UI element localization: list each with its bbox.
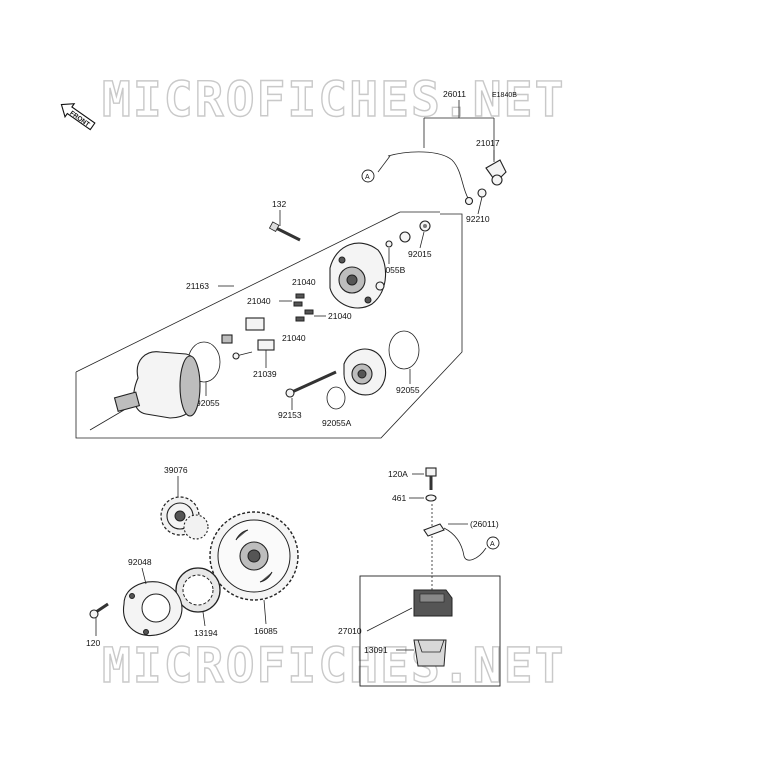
brush-holder — [245, 317, 265, 331]
label-92153: 92153 — [278, 410, 302, 420]
brush-holder-clip — [221, 334, 233, 344]
label-21163: 21163 — [186, 281, 209, 291]
brush-c — [304, 309, 314, 315]
clutch-plate-hole-a — [129, 593, 135, 599]
label-461: 461 — [392, 493, 406, 503]
starter-cable — [387, 151, 469, 199]
label-21039: 21039 — [253, 369, 277, 379]
motor-axis-line — [89, 409, 125, 431]
idle-gear-bore — [174, 510, 186, 522]
oring-92055-right — [388, 330, 420, 370]
label-21040-c: 21040 — [328, 311, 352, 321]
label-27010: 27010 — [338, 626, 362, 636]
label-92055-right: 92055 — [396, 385, 420, 395]
starter-frame-top — [75, 211, 401, 373]
nut-92210 — [477, 188, 487, 198]
relay-cable-terminal — [423, 523, 445, 537]
leader-92048 — [141, 567, 147, 585]
rear-cover-hole-a — [338, 256, 346, 264]
through-bolt-head — [285, 388, 295, 398]
label-21040-a: 21040 — [292, 277, 316, 287]
leader-13194 — [202, 611, 206, 627]
relay-group-frame — [359, 575, 501, 687]
brush-holder-plate — [257, 339, 275, 351]
diagram-reference: E1840B — [492, 92, 517, 99]
nut-92015-a — [399, 231, 411, 243]
label-132: 132 — [272, 199, 286, 209]
through-bolt — [291, 370, 337, 394]
label-92015: 92015 — [408, 249, 432, 259]
starter-group-frame — [75, 213, 463, 439]
gear-slot-a — [235, 529, 249, 541]
rear-cover-terminal — [375, 281, 385, 291]
label-120: 120 — [86, 638, 100, 648]
oring-92055b — [385, 240, 393, 248]
label-21017: 21017 — [476, 138, 500, 148]
relay-cable — [443, 527, 487, 561]
callout-a-top-letter: A — [365, 174, 370, 181]
starter-relay-top — [419, 593, 445, 603]
bolt-120 — [95, 602, 109, 614]
screw-head — [232, 352, 240, 360]
motor-shaft — [113, 391, 141, 413]
clutch-plate-hole-b — [143, 629, 149, 635]
leader-92015 — [419, 231, 425, 249]
bolt-132-head — [268, 221, 280, 232]
bolt-132 — [275, 226, 301, 242]
label-39076: 39076 — [164, 465, 188, 475]
washer-461 — [425, 494, 437, 502]
label-26011: 26011 — [443, 89, 466, 99]
label-21040-b: 21040 — [247, 296, 271, 306]
brush-a — [295, 293, 305, 299]
nut-92015-hole — [423, 224, 427, 228]
leader-92210 — [477, 196, 483, 215]
starter-clutch-gear-bore — [247, 549, 261, 563]
watermark-bottom: MICROFICHES.NET — [102, 638, 565, 694]
one-way-clutch-rollers — [182, 574, 214, 606]
front-direction-icon: FRONT — [60, 103, 96, 131]
leader-27010 — [366, 607, 413, 632]
rear-cover-hole-b — [364, 296, 372, 304]
leader-16085 — [263, 599, 267, 625]
label-120A: 120A — [388, 469, 408, 479]
cable-terminal — [464, 196, 474, 206]
relay-holder — [413, 639, 447, 667]
idle-gear-secondary — [183, 514, 209, 540]
gear-slot-b — [259, 571, 273, 583]
label-92055A: 92055A — [322, 418, 352, 428]
terminal-boot-end — [491, 174, 503, 186]
callout-a-bottom-letter: A — [490, 541, 495, 548]
clutch-plate-inner — [141, 593, 171, 623]
label-13194: 13194 — [194, 628, 218, 638]
callout-a-top-icon — [361, 169, 375, 183]
callout-a-bottom-icon — [486, 536, 500, 550]
bolt-120-head — [89, 609, 99, 619]
label-21040-d: 21040 — [282, 333, 306, 343]
label-16085: 16085 — [254, 626, 278, 636]
label-92055-left: 92055 — [196, 398, 220, 408]
brush-b — [293, 301, 303, 307]
bolt-120A — [425, 467, 437, 477]
watermark-top: MICROFICHES.NET — [102, 72, 565, 128]
label-92210: 92210 — [466, 214, 490, 224]
brush-d — [295, 316, 305, 322]
front-cover-bore — [357, 369, 367, 379]
starter-motor-flange — [179, 355, 201, 417]
label-13091: 13091 — [364, 645, 388, 655]
cable-leader-a — [377, 155, 391, 173]
label-92048: 92048 — [128, 557, 152, 567]
relay-holder-inner — [417, 639, 445, 653]
label-92055B: 92055B — [376, 265, 406, 275]
label-26011-ref: (26011) — [470, 519, 499, 529]
oring-92055A — [326, 386, 346, 410]
rear-cover-bore — [346, 274, 358, 286]
